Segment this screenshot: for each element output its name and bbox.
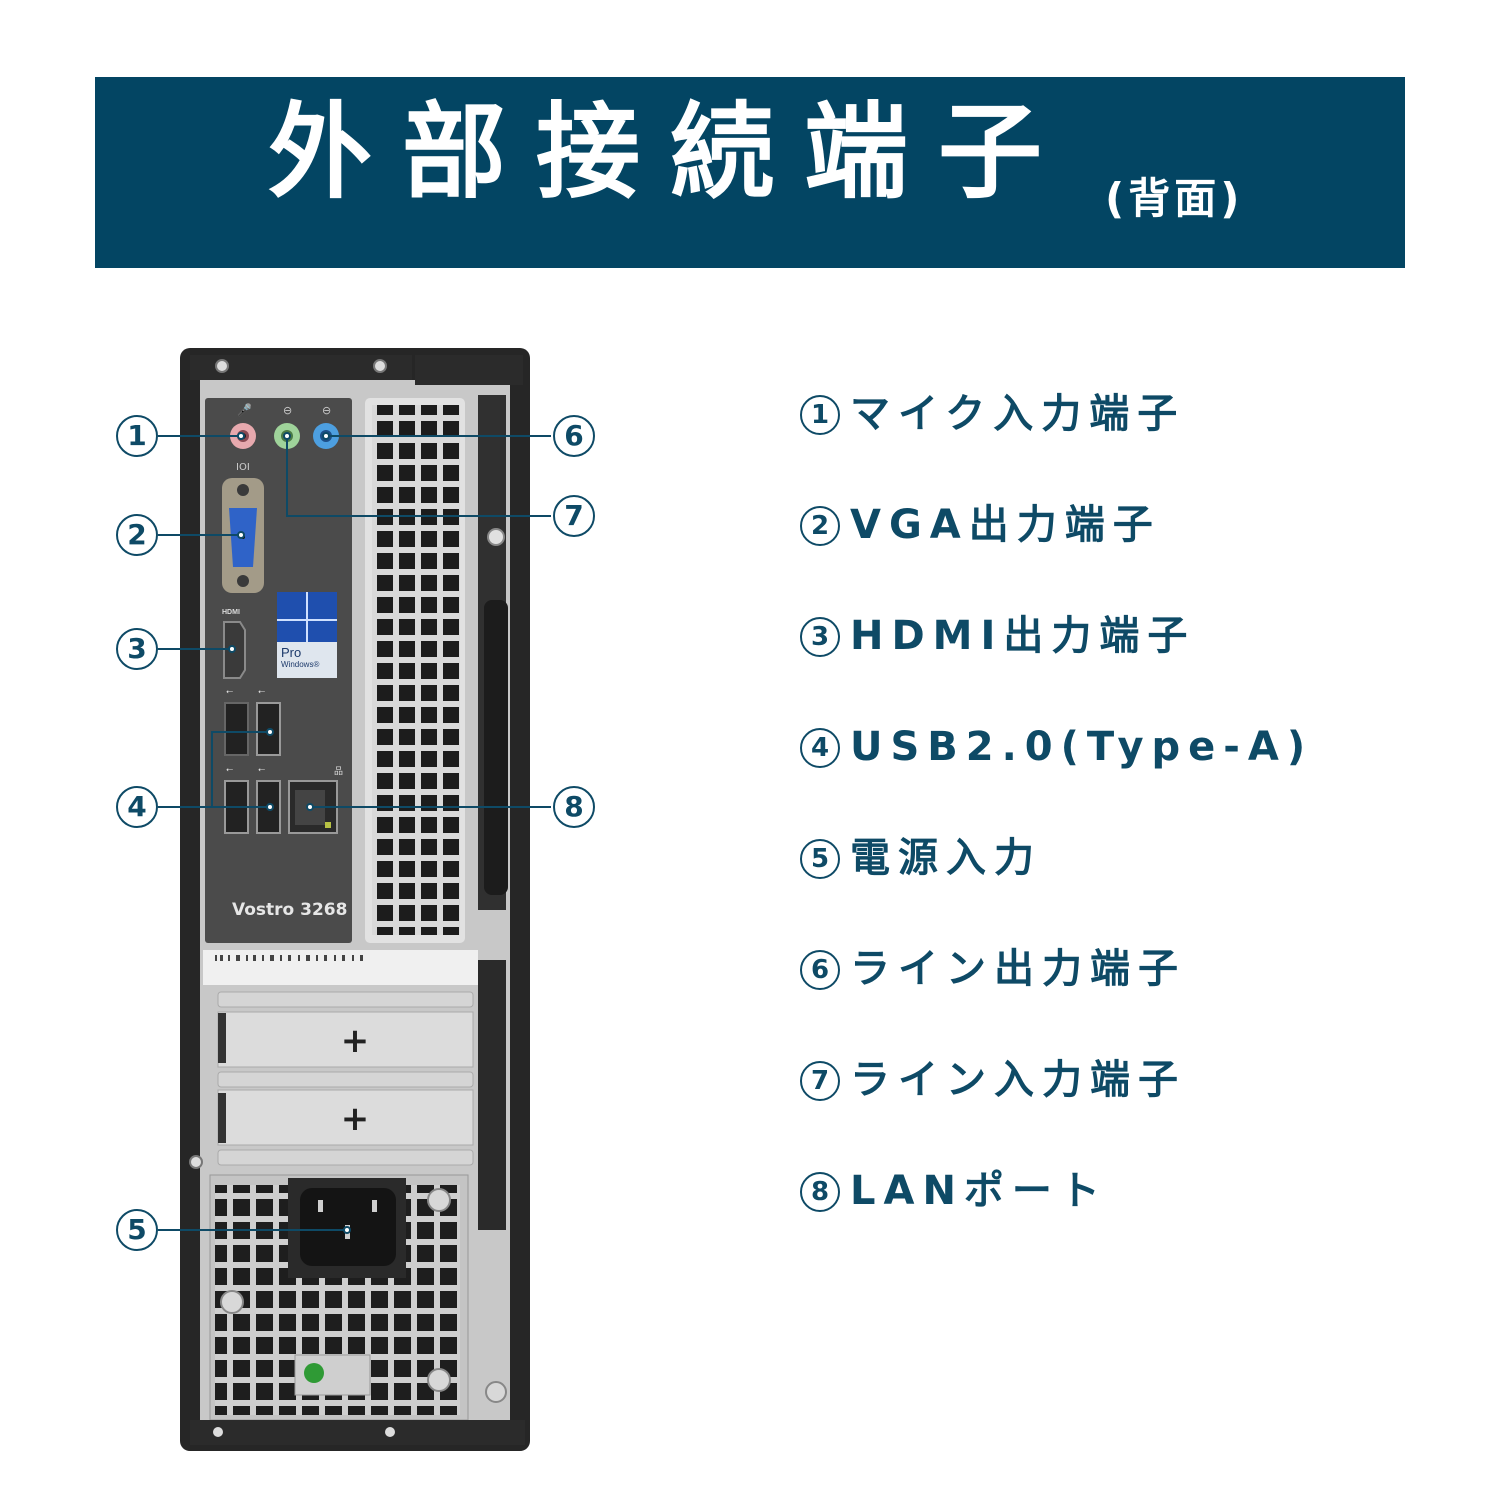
- callout-3: 3: [116, 628, 158, 670]
- legend-number: 7: [800, 1061, 840, 1101]
- legend-label: LANポート: [850, 1168, 1108, 1214]
- svg-text:IOI: IOI: [236, 462, 250, 473]
- page-subtitle: (背面): [1105, 174, 1244, 223]
- legend-number: 3: [800, 617, 840, 657]
- ventilation-grille: [372, 405, 460, 935]
- callout-4: 4: [116, 786, 158, 828]
- legend-number: 4: [800, 728, 840, 768]
- legend-label: USB2.0(Type-A): [850, 724, 1314, 770]
- svg-text:⊖: ⊖: [322, 404, 331, 417]
- callout-1: 1: [116, 415, 158, 457]
- legend-number: 2: [800, 506, 840, 546]
- hdmi-mark: HDMI: [222, 609, 240, 616]
- svg-text:品: 品: [334, 766, 343, 777]
- page-title: 外部接続端子: [268, 91, 1073, 213]
- svg-text:⭠: ⭠: [226, 765, 233, 775]
- legend-number: 8: [800, 1172, 840, 1212]
- legend-number: 5: [800, 839, 840, 879]
- windows-pro-text: Pro Windows®: [281, 645, 320, 669]
- power-led: [304, 1363, 324, 1383]
- svg-text:+: +: [341, 1021, 370, 1061]
- expansion-slot-1: [217, 1011, 474, 1068]
- callout-2: 2: [116, 514, 158, 556]
- model-label: Vostro 3268: [232, 900, 348, 920]
- legend-label: ライン出力端子: [850, 946, 1186, 992]
- title-banner: [95, 77, 1405, 268]
- expansion-slot-2: [217, 1089, 474, 1146]
- callout-5: 5: [116, 1209, 158, 1251]
- svg-text:🎤: 🎤: [237, 402, 252, 417]
- svg-text:+: +: [341, 1099, 370, 1139]
- svg-text:⭠: ⭠: [258, 765, 265, 775]
- callout-6: 6: [553, 415, 595, 457]
- svg-text:⊖: ⊖: [283, 404, 292, 417]
- callout-7: 7: [553, 495, 595, 537]
- legend-label: VGA出力端子: [850, 502, 1161, 548]
- legend-number: 1: [800, 395, 840, 435]
- svg-text:⭠: ⭠: [258, 687, 265, 697]
- legend-number: 6: [800, 950, 840, 990]
- callout-lines: [158, 435, 551, 1231]
- legend-label: マイク入力端子: [850, 391, 1186, 437]
- windows-pro-badge: [277, 592, 337, 678]
- callout-8: 8: [553, 786, 595, 828]
- svg-text:⭠: ⭠: [226, 687, 233, 697]
- legend-label: HDMI出力端子: [850, 613, 1196, 659]
- legend-label: ライン入力端子: [850, 1057, 1186, 1103]
- service-tag-sticker: [203, 950, 478, 985]
- legend-label: 電源入力: [850, 835, 1042, 881]
